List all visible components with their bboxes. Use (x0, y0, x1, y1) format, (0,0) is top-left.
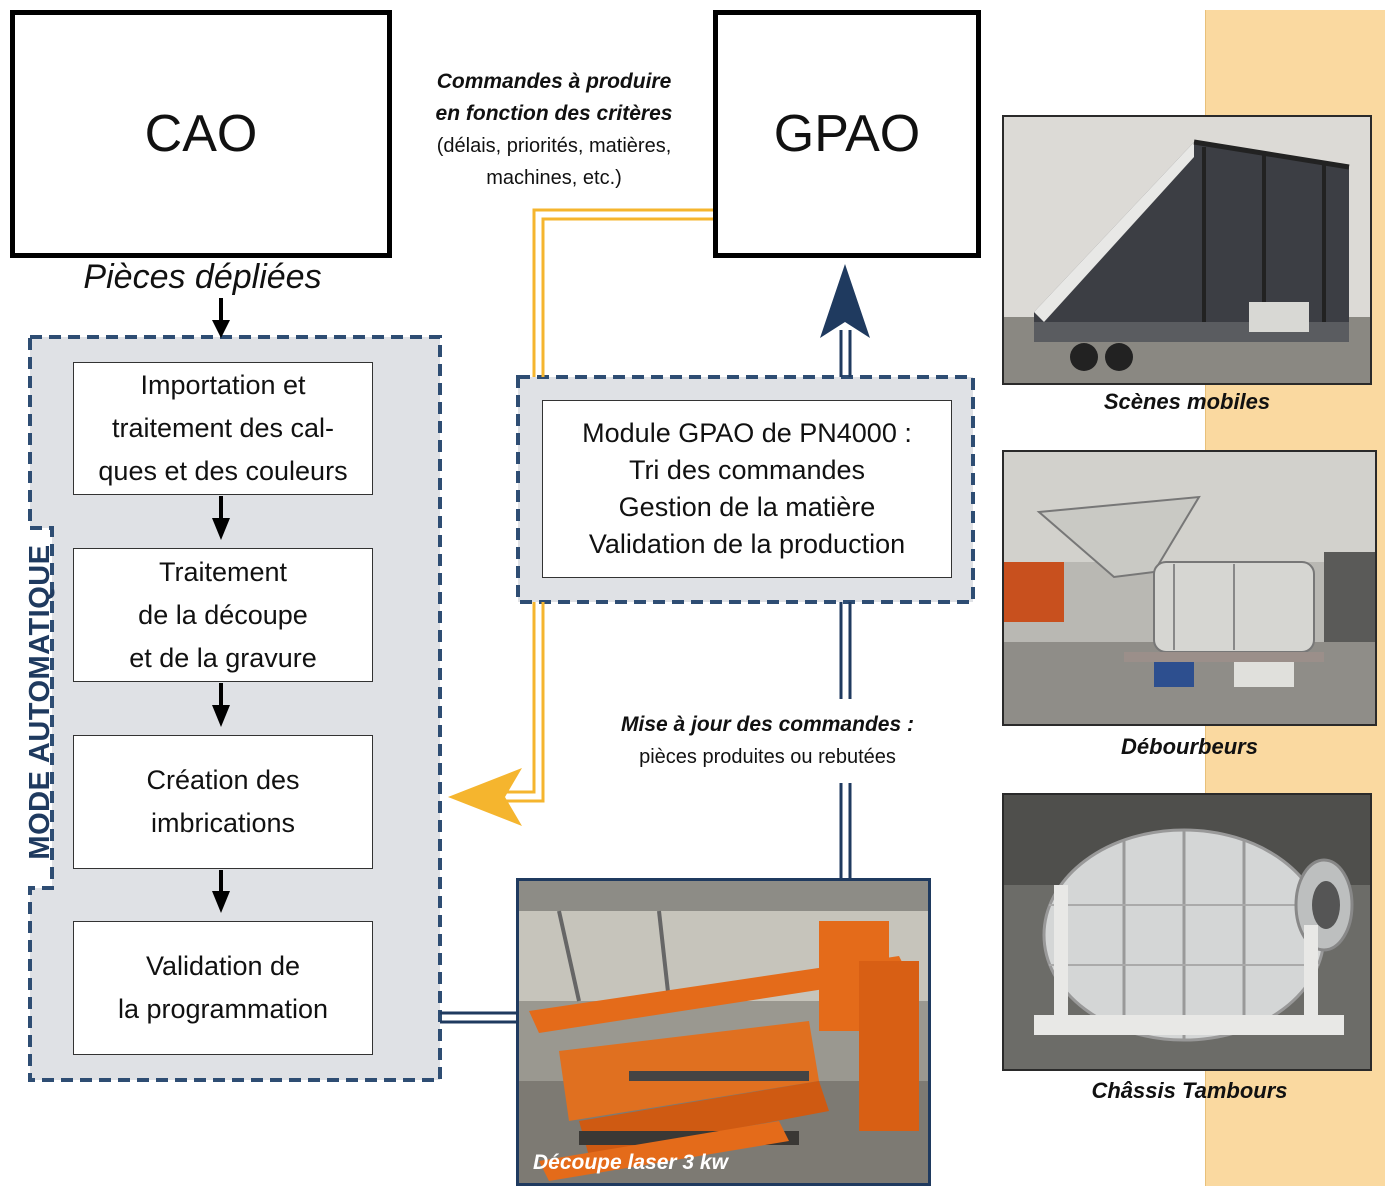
commands-note-line3: (délais, priorités, matières, (436, 135, 672, 157)
gpao-module-line-4: Validation de la production (588, 529, 906, 559)
gpao-module-line-3: Gestion de la matière (618, 492, 876, 522)
update-note: Mise à jour des commandes : pièces produ… (575, 708, 960, 774)
commands-note-line1: Commandes à produire (436, 70, 672, 93)
arrow-laser-to-gpao (839, 330, 852, 878)
laser-cutting-photo: Découpe laser 3 kw (516, 878, 931, 1186)
arrow-cao-to-import (212, 298, 230, 338)
update-note-line2: pièces produites ou rebutées (639, 746, 896, 768)
commands-note-line4: machines, etc.) (486, 167, 622, 189)
drum-chassis-photo (1002, 793, 1372, 1071)
step-1-line-3: ques et des couleurs (98, 456, 348, 486)
laser-machine-image (519, 881, 928, 1183)
step-import-layers: Importation et traitement des cal- ques … (73, 362, 373, 495)
arrow-step3-to-step4 (212, 870, 230, 913)
step-1-line-1: Importation et (140, 370, 306, 400)
step-3-line-1: Création des (146, 765, 300, 795)
step-cutting-engraving: Traitement de la découpe et de la gravur… (73, 548, 373, 682)
step-2-line-1: Traitement (158, 556, 288, 587)
gallery-caption-2: Débourbeurs (1121, 734, 1258, 759)
navy-arrow-head (820, 264, 870, 338)
gpao-module-line-2: Tri des commandes (628, 455, 866, 485)
arrow-step1-to-step2 (212, 496, 230, 540)
debourbeur-image (1004, 452, 1375, 724)
step-1-line-2: traitement des cal- (111, 413, 335, 443)
step-nesting: Création des imbrications (73, 735, 373, 869)
step-3-line-2: imbrications (150, 808, 296, 838)
gallery-caption-3: Châssis Tambours (1091, 1078, 1288, 1103)
arrow-step2-to-step3 (212, 683, 230, 727)
update-note-line1: Mise à jour des commandes : (621, 713, 914, 736)
step-4-line-1: Validation de (145, 951, 301, 981)
debourbeur-photo (1002, 450, 1377, 726)
mobile-stage-photo (1002, 115, 1372, 385)
drum-chassis-image (1004, 795, 1370, 1069)
gpao-module-box: Module GPAO de PN4000 : Tri des commande… (542, 400, 952, 578)
step-validation: Validation de la programmation (73, 921, 373, 1055)
arrow-gpao-to-auto-mode (500, 208, 713, 803)
gpao-module-line-1: Module GPAO de PN4000 : (582, 418, 912, 448)
gpao-title: GPAO (773, 105, 921, 163)
step-4-line-2: la programmation (117, 994, 329, 1024)
commands-note: Commandes à produire en fonction des cri… (404, 66, 704, 194)
gpao-box: GPAO (713, 10, 981, 258)
cao-output-label: Pièces dépliées (83, 258, 322, 296)
cao-title: CAO (144, 105, 258, 163)
laser-photo-caption: Découpe laser 3 kw (533, 1151, 728, 1174)
step-2-line-2: de la découpe (138, 599, 308, 630)
link-validation-to-laser (440, 1011, 518, 1024)
step-2-line-3: et de la gravure (129, 642, 317, 673)
yellow-arrow-head (448, 768, 522, 826)
commands-note-line2: en fonction des critères (435, 102, 673, 125)
mobile-stage-image (1004, 117, 1370, 383)
cao-box: CAO (10, 10, 392, 258)
gallery-caption-1: Scènes mobiles (1103, 389, 1271, 414)
